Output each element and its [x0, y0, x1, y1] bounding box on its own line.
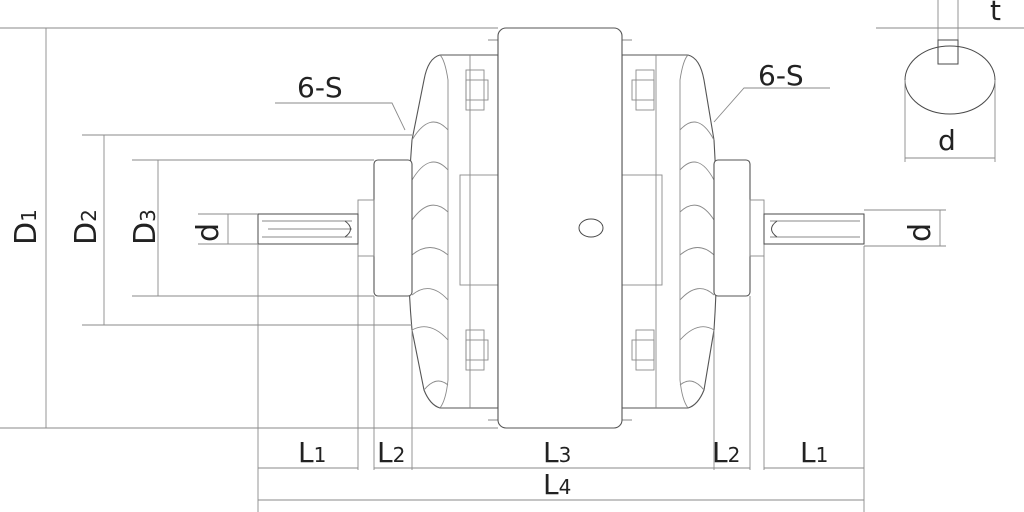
- stator-body: [497, 27, 623, 429]
- label-d-inset: d: [938, 124, 956, 157]
- label-t: t: [990, 0, 1001, 27]
- label-D2: D2: [69, 209, 104, 245]
- dimension-lines: [0, 27, 946, 512]
- left-shaft-collar: [357, 199, 375, 257]
- label-L4: L4: [543, 468, 571, 501]
- label-D3: D3: [128, 209, 163, 245]
- right-bearing-boss: [713, 159, 751, 297]
- label-D1: D1: [9, 209, 44, 245]
- label-d-left: d: [191, 223, 226, 242]
- right-shaft: [763, 213, 865, 245]
- label-L2-left: L2: [377, 436, 405, 469]
- left-shaft: [257, 213, 359, 245]
- shaft-cross-section-inset: [876, 0, 1024, 162]
- label-L1-right: L1: [800, 436, 828, 469]
- right-shaft-collar: [749, 199, 765, 257]
- left-end-cap: [407, 39, 499, 421]
- label-6s-left: 6-S: [297, 71, 343, 104]
- terminal-hole: [578, 218, 604, 238]
- left-bearing-boss: [373, 159, 413, 297]
- label-L2-right: L2: [712, 436, 740, 469]
- right-end-cap: [621, 39, 718, 421]
- label-d-right: d: [903, 223, 938, 242]
- label-L3: L3: [543, 436, 571, 469]
- label-L1-left: L1: [298, 436, 326, 469]
- label-6s-right: 6-S: [758, 59, 804, 92]
